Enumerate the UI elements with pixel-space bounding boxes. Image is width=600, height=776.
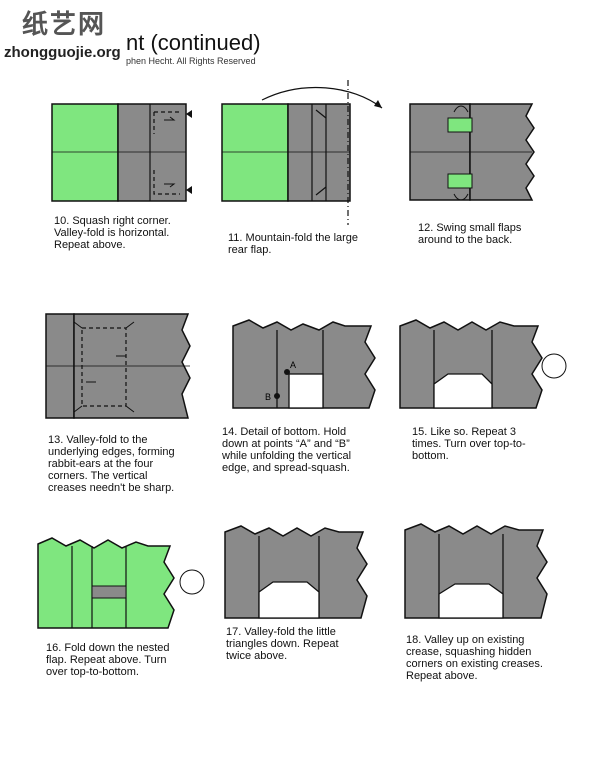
page-title: nt (continued): [126, 30, 261, 55]
step-13-caption: 13. Valley-fold to the underlying edges,…: [48, 434, 175, 494]
point-b-label: B: [265, 392, 271, 402]
step-15-caption: 15. Like so. Repeat 3 times. Turn over t…: [412, 426, 526, 462]
step-16-caption: 16. Fold down the nested flap. Repeat ab…: [46, 642, 170, 678]
step-13-diagram: [45, 313, 191, 419]
step-10-diagram: [51, 103, 192, 202]
step-10-caption: 10. Squash right corner. Valley-fold is …: [54, 215, 171, 251]
step-12-caption: 12. Swing small flaps around to the back…: [418, 222, 522, 246]
step-16-diagram: [37, 537, 205, 629]
watermark-url: zhongguojie.org: [4, 44, 121, 61]
step-12-diagram: [409, 103, 535, 201]
step-11-diagram: [221, 80, 383, 225]
point-a-label: A: [290, 360, 296, 370]
step-18-caption: 18. Valley up on existing crease, squash…: [406, 634, 543, 682]
step-17-diagram: [224, 525, 368, 619]
step-17-caption: 17. Valley-fold the little triangles dow…: [226, 626, 339, 662]
step-11-caption: 11. Mountain-fold the large rear flap.: [228, 232, 359, 256]
step-14-caption: 14. Detail of bottom. Hold down at point…: [222, 426, 352, 474]
step-18-diagram: [404, 523, 548, 619]
step-15-diagram: [399, 319, 567, 409]
step-14-diagram: A B: [232, 319, 376, 409]
copyright: phen Hecht. All Rights Reserved: [126, 56, 256, 66]
watermark: 纸艺网 zhongguojie.org: [0, 0, 122, 72]
watermark-logo: 纸艺网: [22, 10, 107, 40]
